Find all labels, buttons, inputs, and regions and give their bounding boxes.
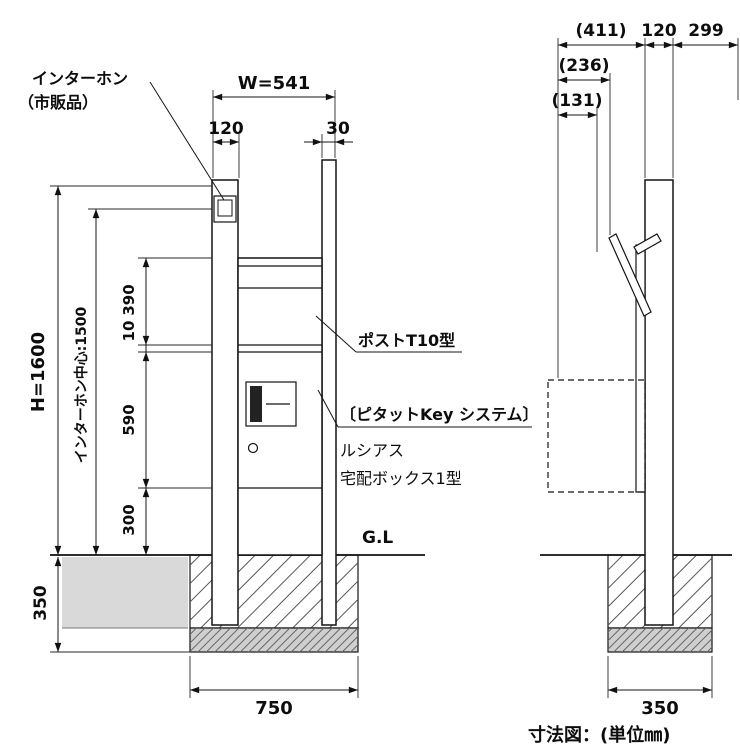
intercom-label-line2: （市販品） xyxy=(18,93,98,112)
side-structure xyxy=(547,179,674,626)
dim-total-depth: (411) xyxy=(575,21,626,41)
dim-embed-depth: 350 xyxy=(31,585,51,621)
dim-seg-300: 300 xyxy=(120,504,138,535)
dim-foundation-width-side: 350 xyxy=(641,698,679,719)
dim-total-height: H=1600 xyxy=(28,332,49,412)
keyhole xyxy=(247,442,259,454)
dim-front-clearance: 299 xyxy=(688,21,724,41)
front-dimensions: W=541 120 30 H=1600 インターホン中心:1500 390 xyxy=(28,73,359,719)
front-structure xyxy=(211,159,337,626)
dim-inner-depth: (131) xyxy=(551,91,602,111)
delivery-box-outline xyxy=(547,379,646,493)
product-name-label: 宅配ボックス1型 xyxy=(340,469,462,488)
series-name-label: ルシアス xyxy=(340,441,404,460)
dim-total-width: W=541 xyxy=(238,73,311,94)
dim-seg-590: 590 xyxy=(120,404,138,435)
side-ground xyxy=(540,554,732,653)
front-view: W=541 120 30 H=1600 インターホン中心:1500 390 xyxy=(18,69,539,719)
side-dimensions: (411) 120 299 (236) (131) 350 xyxy=(551,21,739,719)
handle-bar xyxy=(250,386,262,422)
dim-intercom-center: インターホン中心:1500 xyxy=(73,306,90,463)
key-system-label: 〔ピタットKey システム〕 xyxy=(340,405,539,424)
intercom-panel xyxy=(217,199,233,217)
dim-seg-10: 10 xyxy=(120,321,138,342)
dim-pillar-width: 120 xyxy=(208,119,244,139)
soil-block xyxy=(62,557,188,628)
pillar-front xyxy=(211,179,239,626)
side-view: (411) 120 299 (236) (131) 350 xyxy=(540,21,739,719)
dim-foundation-width: 750 xyxy=(255,698,293,719)
intercom-label-line1: インターホン xyxy=(32,69,128,88)
dim-right-offset: 30 xyxy=(326,119,350,139)
pillar-side xyxy=(644,179,674,626)
drawing-caption: 寸法図：(単位㎜) xyxy=(528,724,670,746)
dim-seg-390: 390 xyxy=(120,284,138,315)
side-panel-front xyxy=(321,159,337,626)
dim-box-depth: (236) xyxy=(558,56,609,76)
front-callouts: インターホン （市販品） ポストT10型 〔ピタットKey システム〕 ルシアス… xyxy=(18,69,539,548)
dim-post-depth: 120 xyxy=(641,21,677,41)
open-lid-arm xyxy=(608,233,652,317)
post-model-label: ポストT10型 xyxy=(358,331,455,350)
open-lid-flap xyxy=(633,233,662,255)
ground-level-label: G.L xyxy=(362,528,393,548)
